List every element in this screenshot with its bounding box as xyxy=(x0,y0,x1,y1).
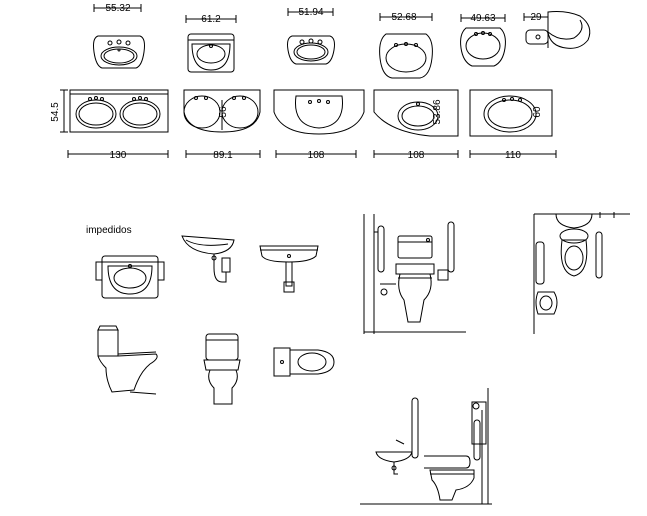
top-dim-text-1: 55.32 xyxy=(105,3,130,14)
left-vertical-dimension: 54.5 xyxy=(50,90,68,132)
top-dimension-5: 49.63 xyxy=(461,13,505,24)
bottom-dim-text-2: 89.1 xyxy=(213,150,233,161)
washbasin-plan-5 xyxy=(461,28,506,66)
top-dim-text-3: 51.94 xyxy=(298,7,323,18)
oval-basin-inner-dim: 60 xyxy=(532,106,543,118)
corner-washbasin-plan xyxy=(526,12,590,49)
top-dim-text-6: 29 xyxy=(530,12,542,23)
top-dimension-1: 55.32 xyxy=(94,3,141,14)
washbasin-plan-1 xyxy=(94,36,145,68)
bottom-dimension-5: 110 xyxy=(470,150,556,161)
corner-basin-inner-dim: 53.86 xyxy=(432,99,443,124)
toilet-plan xyxy=(274,348,334,376)
toilet-side-elevation xyxy=(98,326,157,394)
double-basin-vanity xyxy=(70,90,168,132)
washbasin-plan-4 xyxy=(380,34,433,78)
toilet-front-elevation xyxy=(204,334,240,404)
bottom-dim-text-1: 130 xyxy=(110,150,127,161)
accessible-wc-elevation xyxy=(364,214,466,334)
washbasin-plan-3 xyxy=(288,36,335,64)
accessible-washbasin-plan xyxy=(96,256,164,298)
counter-basin-plan xyxy=(274,90,364,134)
left-height-text: 54.5 xyxy=(50,102,61,122)
double-basin-shaped: 56 xyxy=(184,90,260,132)
top-dim-text-4: 52.68 xyxy=(391,12,416,23)
bottom-dimension-1: 130 xyxy=(68,150,168,161)
accessible-wc-side-elevation xyxy=(360,388,492,504)
washbasin-side-elevation xyxy=(182,236,234,282)
bottom-dim-text-3: 108 xyxy=(308,150,325,161)
oval-counter-basin: 60 xyxy=(470,90,552,136)
washbasin-front-elevation xyxy=(260,246,318,292)
bottom-dimension-3: 108 xyxy=(276,150,356,161)
top-dim-text-2: 61.2 xyxy=(201,14,221,25)
top-dimension-2: 61.2 xyxy=(186,14,236,25)
double-basin-inner-dim: 56 xyxy=(218,106,229,118)
bottom-dimension-2: 89.1 xyxy=(186,150,260,161)
bottom-dim-text-4: 108 xyxy=(408,150,425,161)
bottom-dimension-4: 108 xyxy=(374,150,458,161)
top-dim-text-5: 49.63 xyxy=(470,13,495,24)
bottom-dim-text-5: 110 xyxy=(505,150,521,161)
section-label-impedidos: impedidos xyxy=(86,225,132,236)
corner-basin-plan: 53.86 xyxy=(374,90,458,136)
top-dimension-3: 51.94 xyxy=(288,7,333,18)
accessible-wc-plan xyxy=(534,212,630,334)
top-dimension-4: 52.68 xyxy=(380,12,432,23)
washbasin-plan-2 xyxy=(188,34,234,72)
top-dimension-6: 29 xyxy=(524,12,548,23)
